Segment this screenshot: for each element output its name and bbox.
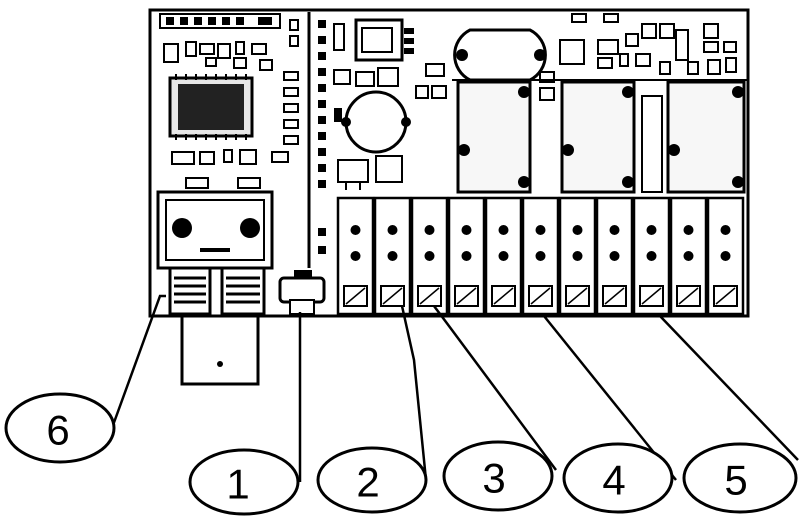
voltage-regulator (333, 18, 414, 62)
leader-lines (110, 294, 799, 482)
smd-components-top-right (539, 13, 737, 83)
callout-4-label: 4 (602, 457, 625, 504)
callout-3: 3 (442, 440, 554, 512)
connector-plug (180, 314, 260, 386)
leader-line-2 (400, 305, 428, 481)
relay-3 (666, 80, 746, 194)
screw-terminal (669, 196, 708, 316)
network-connector-block (156, 190, 274, 270)
screw-terminal (336, 196, 375, 316)
relay-2 (560, 80, 636, 194)
callout-5: 5 (682, 442, 798, 514)
callout-6-label: 6 (46, 407, 69, 454)
connector-pins (168, 266, 266, 316)
relay-gap-part (641, 95, 663, 193)
screw-terminal (632, 196, 671, 316)
callout-1: 1 (188, 448, 300, 516)
callout-2-label: 2 (356, 459, 379, 506)
callout-3-label: 3 (482, 455, 505, 502)
screw-terminal (521, 196, 560, 316)
microcontroller-chip (168, 74, 254, 140)
smd-components-mid (333, 63, 555, 101)
capacitor-round (334, 90, 411, 154)
header-pins-top (159, 13, 281, 29)
leader-line-5 (659, 315, 799, 461)
screw-terminal (410, 196, 449, 316)
screw-terminal (558, 196, 597, 316)
crystal-oscillator-top (453, 28, 547, 82)
smd-components-left (163, 41, 289, 189)
transistor-lower (337, 155, 403, 190)
leader-line-3 (433, 305, 558, 471)
callout-5-label: 5 (724, 457, 747, 504)
jumper-component (278, 270, 326, 315)
screw-terminal (595, 196, 634, 316)
resistor-column (283, 19, 299, 145)
terminal-block-row (336, 196, 745, 316)
screw-terminal (484, 196, 523, 316)
pin-column (318, 20, 326, 254)
screw-terminal (706, 196, 745, 316)
callout-1-label: 1 (226, 461, 249, 508)
screw-terminal (447, 196, 486, 316)
leader-line-6 (110, 294, 166, 429)
callout-4: 4 (562, 442, 674, 514)
relay-1 (456, 80, 532, 194)
callout-2: 2 (316, 446, 428, 514)
callout-6: 6 (4, 392, 116, 464)
screw-terminal (373, 196, 412, 316)
